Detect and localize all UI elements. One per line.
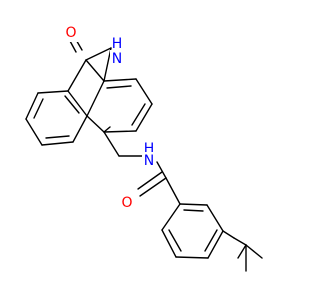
bond [45, 135, 70, 139]
bond [207, 230, 224, 259]
bond [206, 204, 224, 232]
bond [72, 115, 88, 143]
bond [69, 40, 77, 53]
bond [103, 130, 137, 133]
bond [131, 103, 146, 126]
bond [165, 177, 181, 205]
bond [85, 47, 112, 61]
bond [222, 230, 235, 239]
bond [103, 47, 112, 82]
bond [175, 256, 209, 259]
bond [85, 59, 105, 82]
bond [25, 118, 43, 146]
atom-labels: O H N H N O [62, 24, 156, 212]
bond [161, 203, 181, 231]
bond [233, 237, 247, 246]
bond [137, 171, 163, 190]
amide-h-label: H [144, 141, 155, 157]
amide-nitrogen-label: N [144, 153, 154, 169]
bond [135, 103, 153, 132]
bond [204, 229, 218, 252]
bonds [25, 37, 263, 272]
carbonyl-oxygen-label: O [65, 25, 76, 41]
bond [179, 203, 208, 206]
bond [25, 92, 39, 120]
lactam-nitrogen-label: N [112, 51, 122, 67]
bond [64, 95, 80, 114]
bond [139, 177, 167, 197]
amide-oxygen-label: O [121, 195, 132, 211]
bond [33, 98, 44, 119]
bond [156, 161, 167, 179]
bond [41, 141, 74, 146]
bond [103, 78, 137, 82]
bond [67, 59, 87, 92]
bond [37, 90, 69, 94]
bond [245, 244, 263, 259]
bond [103, 131, 120, 157]
molecule-structure: O H N H N O [25, 24, 263, 272]
bond [67, 90, 88, 117]
bond [161, 229, 177, 258]
bond [237, 244, 247, 259]
bond [103, 126, 111, 133]
bond [135, 78, 153, 105]
bond [168, 229, 182, 252]
lactam-h-label: H [112, 36, 123, 52]
bond [86, 115, 105, 133]
bond [106, 85, 132, 89]
bond [86, 80, 105, 117]
bond [183, 209, 204, 212]
